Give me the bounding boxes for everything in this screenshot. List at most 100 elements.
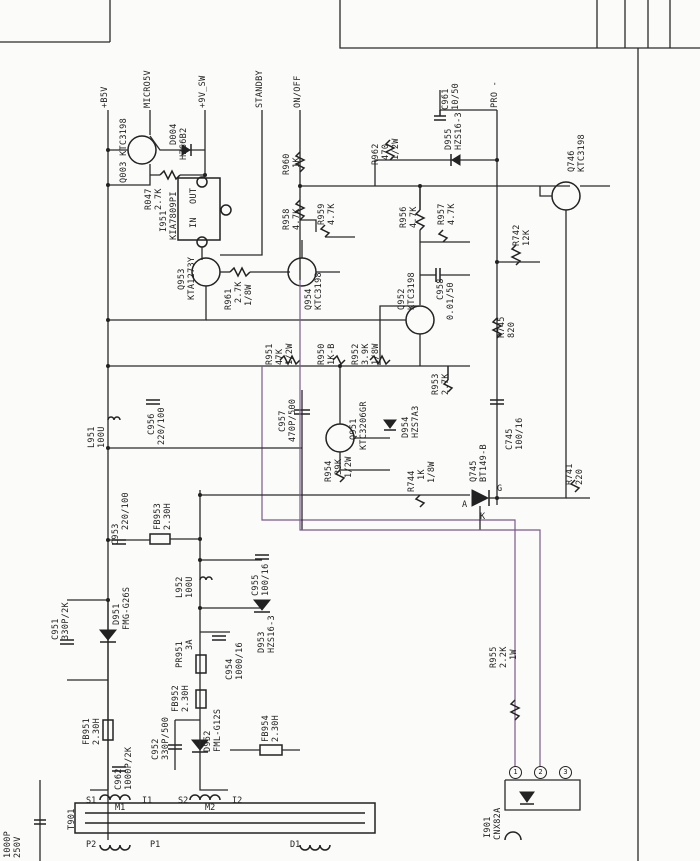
r745-value: 820 (507, 321, 517, 338)
pr951-ref: PR951 (175, 640, 185, 668)
t901-pin-p1: P1 (150, 840, 161, 850)
l951-value: 100U (97, 426, 107, 448)
t901-pin-m2: M2 (205, 803, 216, 813)
d004-ref: D004 (169, 123, 179, 145)
t901-pin-m1: M1 (115, 803, 126, 813)
r744-value: 1K (417, 469, 427, 480)
c952-ref: C952 (151, 738, 161, 760)
rail-pro-label: PRO - (490, 80, 500, 108)
r955-power: 1W (509, 649, 519, 660)
r961-power: 1/8W (244, 284, 254, 306)
q745-pin-k: K (480, 512, 486, 522)
r959-ref: R959 (317, 203, 327, 225)
r951-ref: R951 (265, 343, 275, 365)
i901-pin-2: 2 (534, 766, 547, 779)
fb953-value: 2.30H (163, 502, 173, 530)
q745-pin-a: A (462, 500, 468, 510)
i901-pin-1: 1 (509, 766, 522, 779)
r953-value: 2.7K (441, 373, 451, 395)
r960-value: 1K (292, 157, 302, 168)
c962-value: 1000P/2K (124, 746, 134, 790)
c951-ref: C951 (51, 618, 61, 640)
i901-value: CNX82A (493, 807, 503, 840)
q953-value: KTA1273Y (187, 256, 197, 300)
d954-ref: D954 (401, 416, 411, 438)
d953-value: HZS16-3 (267, 615, 277, 653)
r954-ref: R954 (324, 460, 334, 482)
i951-value: KIA7809PI (169, 191, 179, 240)
r744-power: 1/8W (427, 461, 437, 483)
d951-ref: D951 (112, 603, 122, 625)
q951-value: KTC3206GR (359, 401, 369, 450)
r047-value: 2.7K (154, 188, 164, 210)
r741-ref: R741 (565, 463, 575, 485)
c955-value: 100/16 (261, 563, 271, 596)
t901-pin-s2: S2 (178, 796, 189, 806)
r955-ref: R955 (489, 646, 499, 668)
t901-pin-s1: S1 (86, 796, 97, 806)
t901-pin-i2: I2 (232, 796, 243, 806)
r957-ref: R957 (437, 203, 447, 225)
r960-ref: R960 (282, 153, 292, 175)
i951-ref: I951 (159, 210, 169, 232)
r953-ref: R953 (431, 373, 441, 395)
r950-ref: R950 (317, 343, 327, 365)
c953-value: 220/100 (121, 492, 131, 530)
i901-ref: I901 (483, 816, 493, 838)
r954-power: 1/2W (344, 456, 354, 478)
r952-value: 3.9K (361, 343, 371, 365)
q952-value: KTC3198 (407, 272, 417, 310)
r958-ref: R958 (282, 208, 292, 230)
q745-value: BT149-B (479, 444, 489, 482)
fb952-value: 2.30H (181, 684, 191, 712)
q952-ref: Q952 (397, 288, 407, 310)
q745-pin-g: G (497, 484, 503, 494)
r962-ref: R962 (371, 143, 381, 165)
rail-micro5v-label: MICRO5V (143, 70, 153, 108)
c956-ref: C956 (147, 413, 157, 435)
c958-value: 0.01/50 (446, 282, 456, 320)
d952-ref: D952 (203, 730, 213, 752)
r957-value: 4.7K (447, 203, 457, 225)
d952-value: FML-G12S (213, 708, 223, 752)
r742-ref: R742 (512, 224, 522, 246)
t901-pin-d1: D1 (290, 840, 301, 850)
rail-b5v-label: +B5V (100, 86, 110, 108)
c-left-voltage: 250V (13, 836, 23, 858)
l952-ref: L952 (175, 576, 185, 598)
q951-ref: Q951 (349, 418, 359, 440)
i951-out-label: OUT (189, 187, 199, 204)
c745-ref: C745 (505, 428, 515, 450)
c951-value: 330P/2K (61, 602, 71, 640)
rail-standby-label: STANDBY (255, 70, 265, 108)
q954-value: KTC3198 (314, 272, 324, 310)
d955-ref: D955 (444, 128, 454, 150)
q746-ref: Q746 (567, 150, 577, 172)
fb954-value: 2.30H (271, 714, 281, 742)
c962-ref: C962 (114, 768, 124, 790)
c958-ref: C958 (436, 278, 446, 300)
d954-value: HZS7A3 (411, 405, 421, 438)
r955-value: 2.2K (499, 646, 509, 668)
r952-power: 1/8W (371, 343, 381, 365)
pr951-value: 3A (185, 639, 195, 650)
r956-value: 4.7K (409, 206, 419, 228)
r952-ref: R952 (351, 343, 361, 365)
fb953-ref: FB953 (153, 502, 163, 530)
r950-value: 1K-B (327, 343, 337, 365)
d953-ref: D953 (257, 631, 267, 653)
rail-on-off-label: ON/OFF (293, 75, 303, 108)
r956-ref: R956 (399, 206, 409, 228)
r047-ref: R047 (144, 188, 154, 210)
l951-ref: L951 (87, 426, 97, 448)
r962-value: 470 (381, 143, 391, 160)
c954-value: 1000/16 (235, 642, 245, 680)
i951-in-label: IN (189, 217, 199, 228)
q003-label: Q003 KTC3198 (119, 117, 129, 183)
c961-ref: C961 (441, 88, 451, 110)
r959-value: 4.7K (327, 203, 337, 225)
t901-label: T901 (67, 808, 77, 830)
c-left-value: 1000P (3, 830, 13, 858)
c953-ref: C953 (111, 523, 121, 545)
